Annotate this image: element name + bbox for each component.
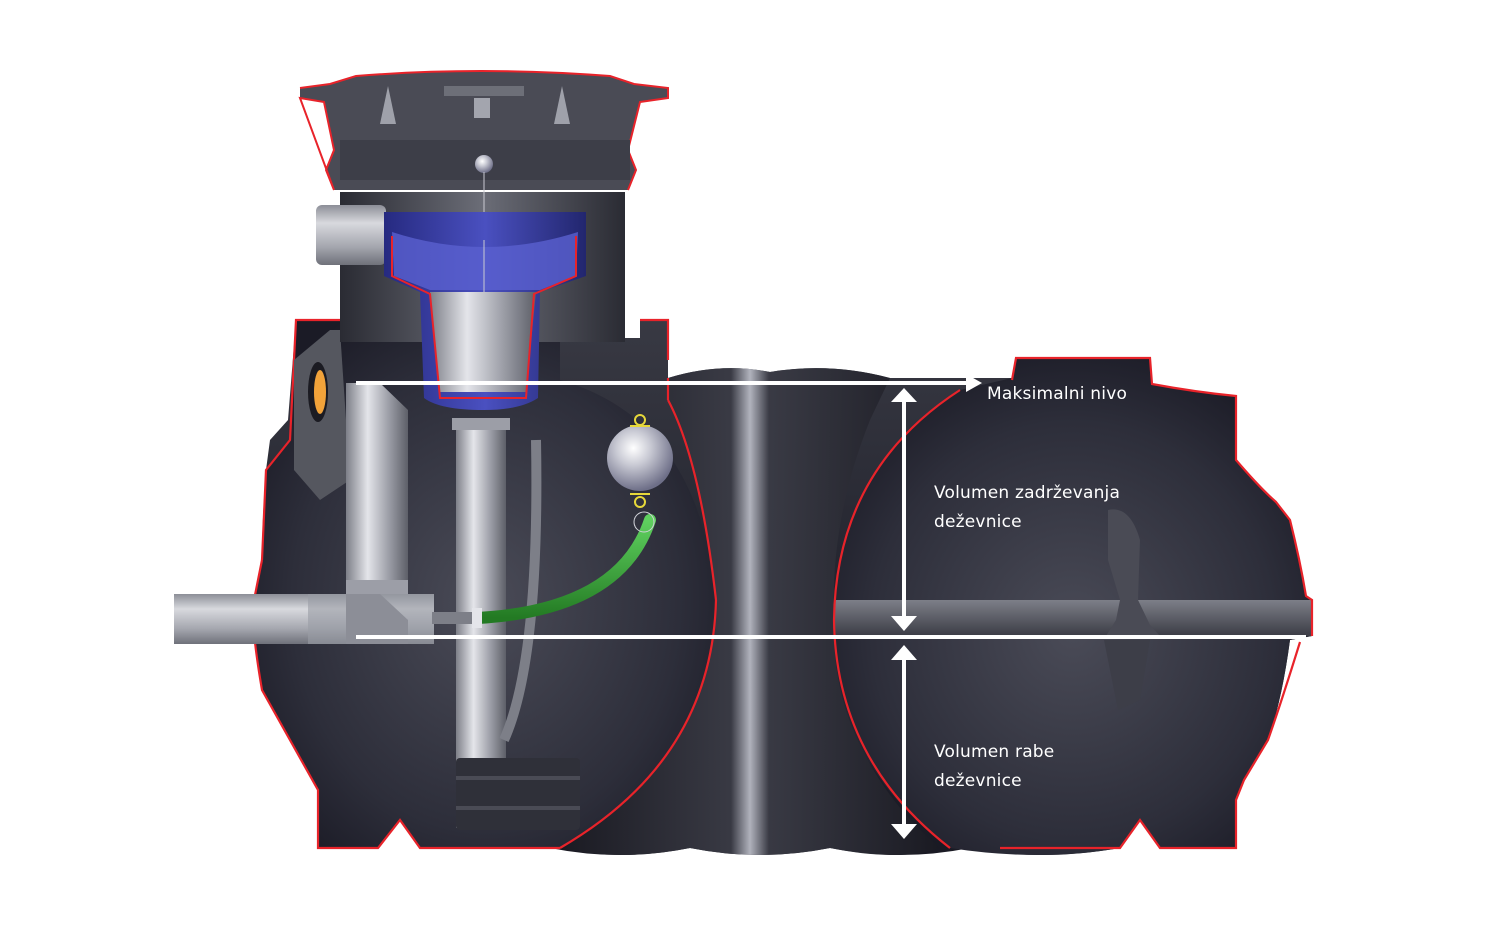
- arrow-up-icon: [891, 388, 917, 402]
- retention-volume-line1: Volumen zadrževanja: [934, 483, 1121, 503]
- floating-suction-ball: [607, 414, 673, 533]
- max-level-label: Maksimalni nivo: [987, 380, 1127, 409]
- suction-hose: [432, 514, 656, 628]
- retention-volume-line2: deževnice: [934, 512, 1022, 532]
- hose-clamp: [472, 608, 482, 628]
- retention-volume-label: Volumen zadrževanja deževnice: [934, 479, 1120, 537]
- side-inlet-port: [294, 330, 350, 500]
- tank-waist: [560, 368, 940, 855]
- usage-volume-line1: Volumen rabe: [934, 742, 1055, 762]
- max-level-arrowhead-icon: [966, 374, 982, 392]
- arrow-up-icon: [891, 645, 917, 660]
- level-indicator-ball: [475, 155, 493, 173]
- internal-connector: [1106, 509, 1160, 636]
- max-level-text: Maksimalni nivo: [987, 384, 1128, 404]
- usage-volume-line2: deževnice: [934, 771, 1022, 791]
- side-connector: [316, 205, 386, 265]
- overflow-pipe: [346, 383, 408, 612]
- filter-basket: [384, 212, 586, 410]
- right-chamber: [833, 358, 1312, 855]
- usage-volume-label: Volumen rabe deževnice: [934, 738, 1054, 796]
- arrow-down-icon: [891, 616, 917, 631]
- filter-cone: [430, 292, 536, 392]
- arrow-down-icon: [891, 824, 917, 839]
- pipe-base-elbow: [456, 758, 580, 830]
- level-annotations: [356, 374, 1306, 839]
